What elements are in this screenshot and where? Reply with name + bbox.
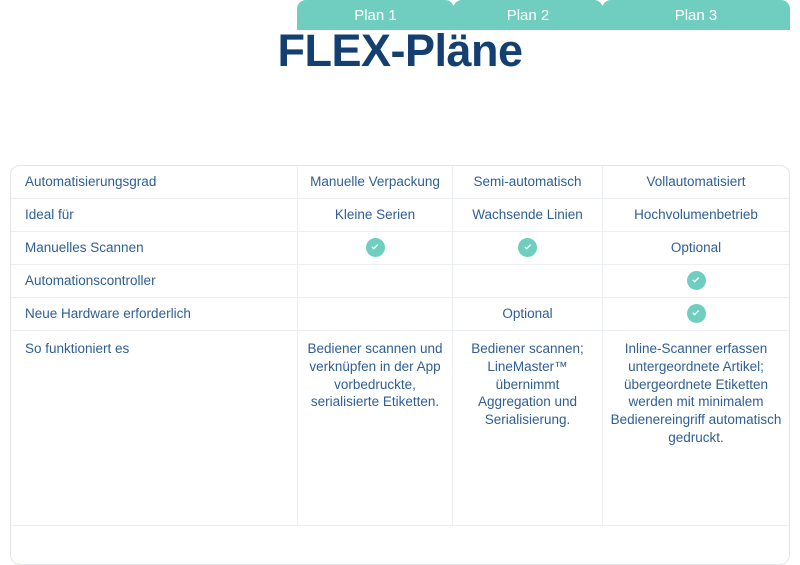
cell-text: Optional — [502, 306, 553, 322]
plan-header-label: Plan 1 — [354, 6, 397, 24]
cell-text: Ideal für — [25, 207, 74, 223]
cell-plan3-automatisierungsgrad: Vollautomatisiert — [603, 166, 789, 199]
check-circle-icon — [686, 270, 706, 290]
plan-header-tab-3[interactable]: Plan 3 — [602, 0, 790, 30]
row-label-ideal-fuer: Ideal für — [11, 199, 298, 232]
cell-plan2-automationscontroller — [453, 265, 603, 298]
cell-plan1-so-funktioniert-es: Bediener scannen und verknüpfen in der A… — [298, 331, 453, 526]
plan-header-label: Plan 2 — [506, 6, 550, 24]
cell-plan1-automatisierungsgrad: Manuelle Verpackung — [298, 166, 453, 199]
cell-text: Wachsende Linien — [472, 207, 583, 223]
table-grid: Automatisierungsgrad Manuelle Verpackung… — [11, 166, 789, 526]
row-label-so-funktioniert-es: So funktioniert es — [11, 331, 298, 526]
cell-text: Neue Hardware erforderlich — [25, 306, 191, 322]
cell-text: Manuelles Scannen — [25, 240, 144, 256]
cell-text — [304, 237, 446, 258]
check-circle-icon — [686, 303, 706, 323]
check-circle-icon — [365, 237, 385, 257]
cell-text: Vollautomatisiert — [646, 174, 746, 190]
cell-plan3-ideal-fuer: Hochvolumenbetrieb — [603, 199, 789, 232]
plan-comparison-table: Automatisierungsgrad Manuelle Verpackung… — [10, 165, 790, 565]
row-label-automationscontroller: Automationscontroller — [11, 265, 298, 298]
cell-text: So funktioniert es — [25, 341, 130, 356]
cell-plan1-neue-hardware — [298, 298, 453, 331]
cell-text: Automatisierungsgrad — [25, 174, 157, 190]
cell-plan1-automationscontroller — [298, 265, 453, 298]
cell-plan2-manuelles-scannen — [453, 232, 603, 265]
cell-plan2-so-funktioniert-es: Bediener scannen; LineMaster™ übernimmt … — [453, 331, 603, 526]
cell-text — [609, 270, 783, 291]
cell-text: Hochvolumenbetrieb — [634, 207, 758, 223]
page-title: FLEX-Pläne — [277, 25, 523, 76]
cell-text — [459, 237, 596, 258]
check-circle-icon — [518, 237, 537, 257]
cell-plan2-neue-hardware: Optional — [453, 298, 603, 331]
cell-text: Manuelle Verpackung — [310, 174, 440, 190]
row-label-automatisierungsgrad: Automatisierungsgrad — [11, 166, 298, 199]
cell-text: Kleine Serien — [334, 207, 416, 223]
plan-header-label: Plan 3 — [674, 6, 718, 24]
row-label-manuelles-scannen: Manuelles Scannen — [11, 232, 298, 265]
cell-plan1-ideal-fuer: Kleine Serien — [298, 199, 453, 232]
plan-header-tab-1[interactable]: Plan 1 — [297, 0, 454, 30]
cell-plan2-automatisierungsgrad: Semi-automatisch — [453, 166, 603, 199]
row-label-neue-hardware: Neue Hardware erforderlich — [11, 298, 298, 331]
plan-header-tabs: Plan 1 Plan 2 Plan 3 — [0, 0, 800, 30]
plan-header-tab-2[interactable]: Plan 2 — [453, 0, 603, 30]
cell-text: Bediener scannen; LineMaster™ übernimmt … — [471, 341, 584, 428]
cell-plan3-so-funktioniert-es: Inline-Scanner erfassen untergeordnete A… — [603, 331, 789, 526]
cell-plan1-manuelles-scannen — [298, 232, 453, 265]
cell-plan3-manuelles-scannen: Optional — [603, 232, 789, 265]
cell-text: Optional — [670, 240, 722, 256]
cell-text: Bediener scannen und verknüpfen in der A… — [307, 341, 443, 410]
cell-plan2-ideal-fuer: Wachsende Linien — [453, 199, 603, 232]
cell-text — [609, 303, 783, 324]
cell-text: Automationscontroller — [25, 273, 156, 289]
cell-plan3-neue-hardware — [603, 298, 789, 331]
cell-text: Inline-Scanner erfassen untergeordnete A… — [610, 341, 782, 446]
cell-text: Semi-automatisch — [473, 174, 582, 190]
cell-plan3-automationscontroller — [603, 265, 789, 298]
